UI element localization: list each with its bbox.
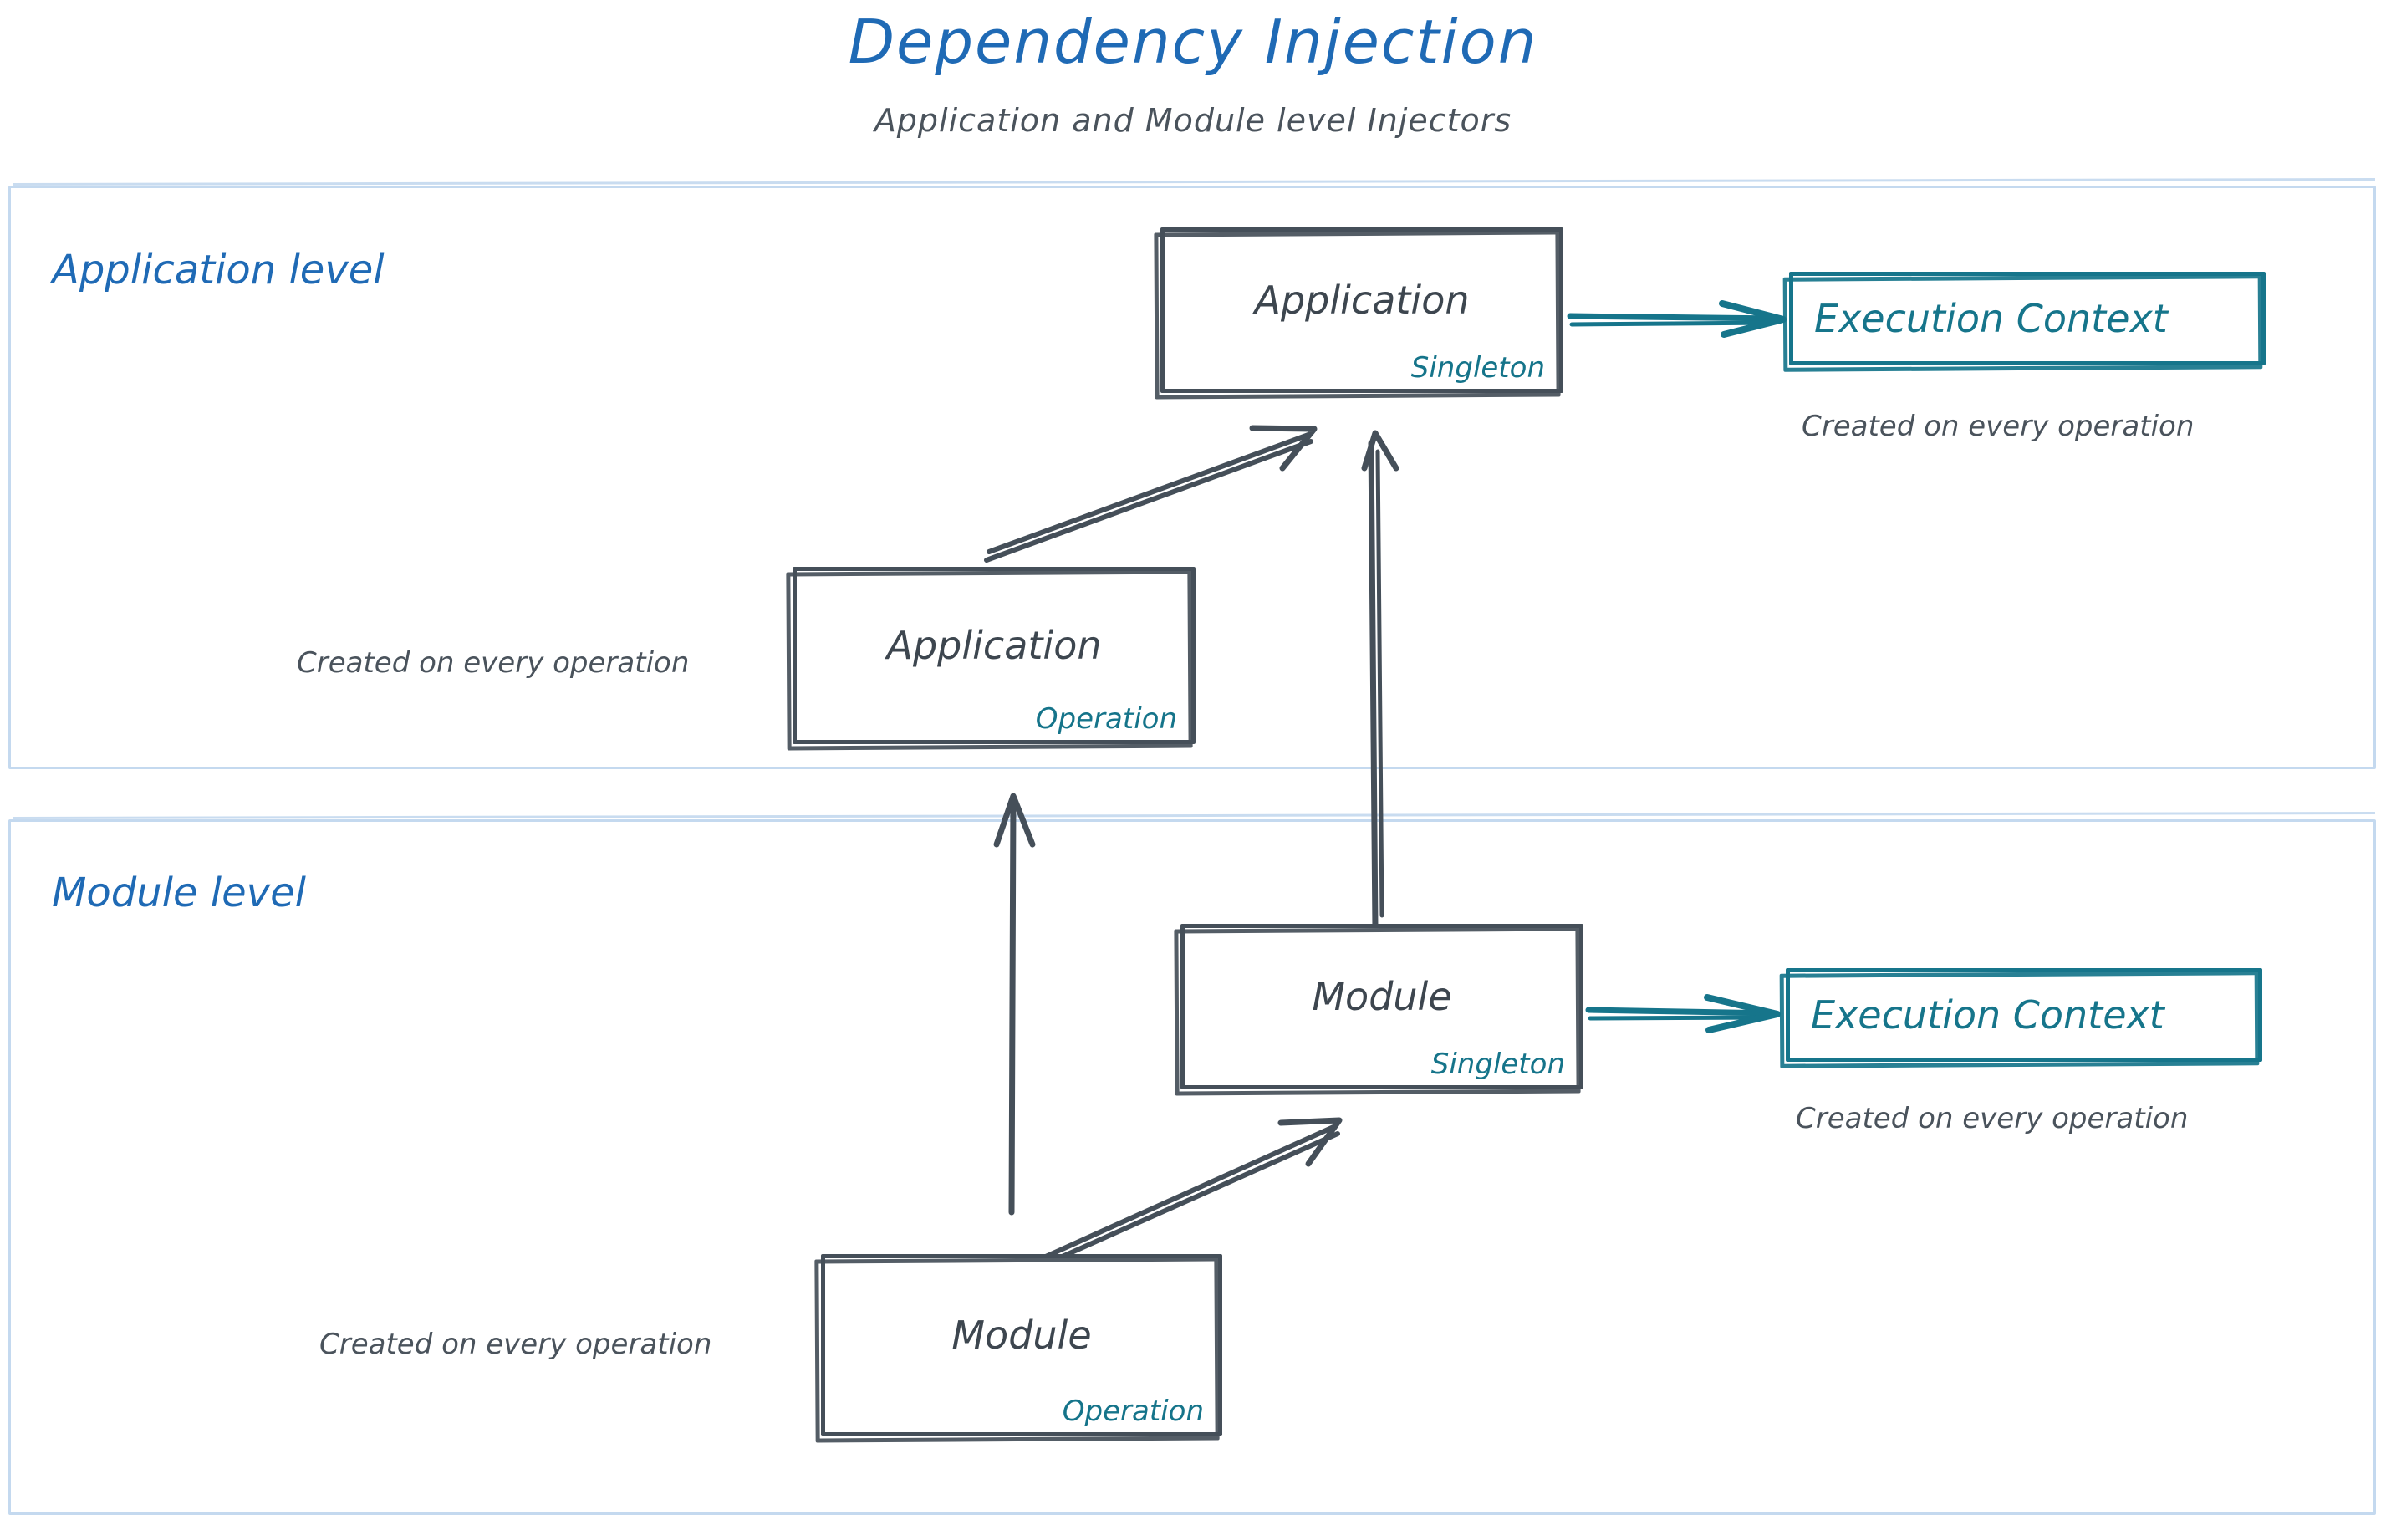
node-title: Execution Context	[1814, 296, 2168, 341]
application-level-label: Application level	[52, 247, 385, 293]
node-title: Application	[886, 623, 1102, 669]
node-module-operation[interactable]: Module Operation	[814, 1254, 1222, 1443]
caption-application-operation: Created on every operation	[297, 646, 690, 680]
caption-application-execution-context: Created on every operation	[1802, 410, 2195, 443]
node-outline	[793, 567, 1196, 744]
node-title: Module	[1312, 974, 1452, 1020]
page-subtitle: Application and Module level Injectors	[874, 102, 1512, 139]
node-outline	[1160, 227, 1563, 393]
node-application-operation[interactable]: Application Operation	[786, 567, 1196, 751]
node-outline	[1789, 272, 2266, 365]
node-outline	[821, 1254, 1222, 1436]
node-application-singleton[interactable]: Application Singleton	[1154, 227, 1563, 400]
caption-module-operation: Created on every operation	[319, 1328, 712, 1361]
node-scope-badge: Operation	[1062, 1395, 1204, 1428]
module-level-label: Module level	[52, 869, 306, 916]
node-module-execution-context[interactable]: Execution Context	[1779, 968, 2262, 1068]
node-module-singleton[interactable]: Module Singleton	[1174, 924, 1583, 1096]
node-title: Execution Context	[1811, 992, 2164, 1038]
node-application-execution-context[interactable]: Execution Context	[1782, 272, 2266, 372]
node-title: Application	[1254, 278, 1470, 324]
node-title: Module	[951, 1313, 1092, 1359]
node-scope-badge: Operation	[1035, 702, 1177, 736]
node-scope-badge: Singleton	[1410, 351, 1545, 385]
caption-module-execution-context: Created on every operation	[1796, 1102, 2189, 1135]
node-scope-badge: Singleton	[1430, 1048, 1565, 1081]
node-outline	[1786, 968, 2262, 1062]
node-outline	[1180, 924, 1583, 1089]
page-title: Dependency Injection	[848, 7, 1538, 77]
